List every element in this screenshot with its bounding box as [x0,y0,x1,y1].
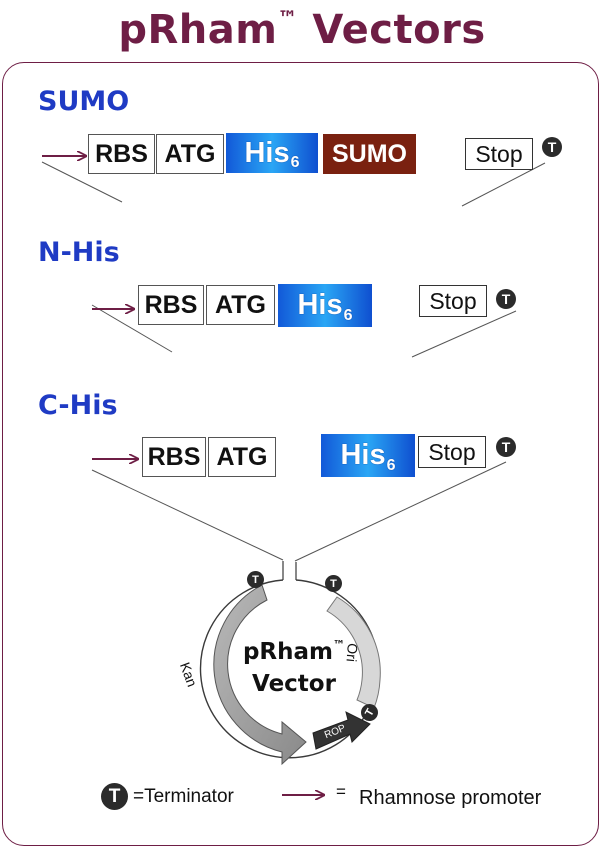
chis-label: C-His [38,390,118,421]
rop-segment [312,711,371,750]
sumo-stop-box: Stop [465,138,533,170]
nhis-connector-right [411,310,517,358]
chis-terminator-icon: T [496,437,516,457]
title-suffix: Vectors [312,7,486,53]
plasmid-name-line1: pRham™ [224,629,364,668]
nhis-atg-box: ATG [206,285,275,325]
legend-terminator-text: =Terminator [133,786,234,807]
nhis-rbs-box: RBS [138,285,204,325]
legend-terminator-icon: T [101,783,128,810]
chis-connector-left [91,469,284,561]
chis-his-text: His [340,439,386,471]
kan-segment [213,584,307,766]
nhis-terminator-icon: T [496,289,516,309]
ori-label: Ori [343,642,361,663]
chis-stop-box: Stop [418,436,486,468]
sumo-atg-box: ATG [156,134,224,174]
nhis-label: N-His [38,237,120,268]
sumo-connector-right [461,162,546,207]
sumo-his-text: His [244,136,290,169]
sumo-his-subscript: 6 [290,154,300,171]
chis-his-subscript: 6 [386,456,396,474]
legend-promoter-text: Rhamnose promoter [359,787,542,809]
sumo-terminator-icon: T [542,137,562,157]
title-trademark: ™ [277,6,298,30]
sumo-label: SUMO [38,86,130,117]
sumo-connector-left [41,161,123,203]
chis-atg-box: ATG [208,437,276,477]
sumo-tag: SUMO [323,134,416,174]
title-text: pRham [118,7,278,53]
nhis-his-text: His [297,289,343,321]
page-title: pRham™ Vectors [0,6,604,53]
nhis-connector-left [91,304,173,353]
plasmid-name: pRham™ Vector [224,629,364,700]
chis-rbs-box: RBS [142,437,206,477]
chis-connector-right [294,461,507,562]
plasmid-map [199,561,381,766]
sumo-rbs-box: RBS [88,134,155,174]
nhis-stop-box: Stop [419,285,487,317]
plasmid-terminator-right-icon: T [325,575,342,592]
plasmid-name-text: pRham [242,639,334,665]
plasmid-name-line2: Vector [252,671,336,697]
diagram-panel [2,62,599,846]
plasmid-terminator-left-icon: T [247,571,264,588]
legend-promoter-equals: = [336,782,346,801]
plasmid-trademark: ™ [333,638,346,652]
nhis-his-subscript: 6 [343,306,353,324]
